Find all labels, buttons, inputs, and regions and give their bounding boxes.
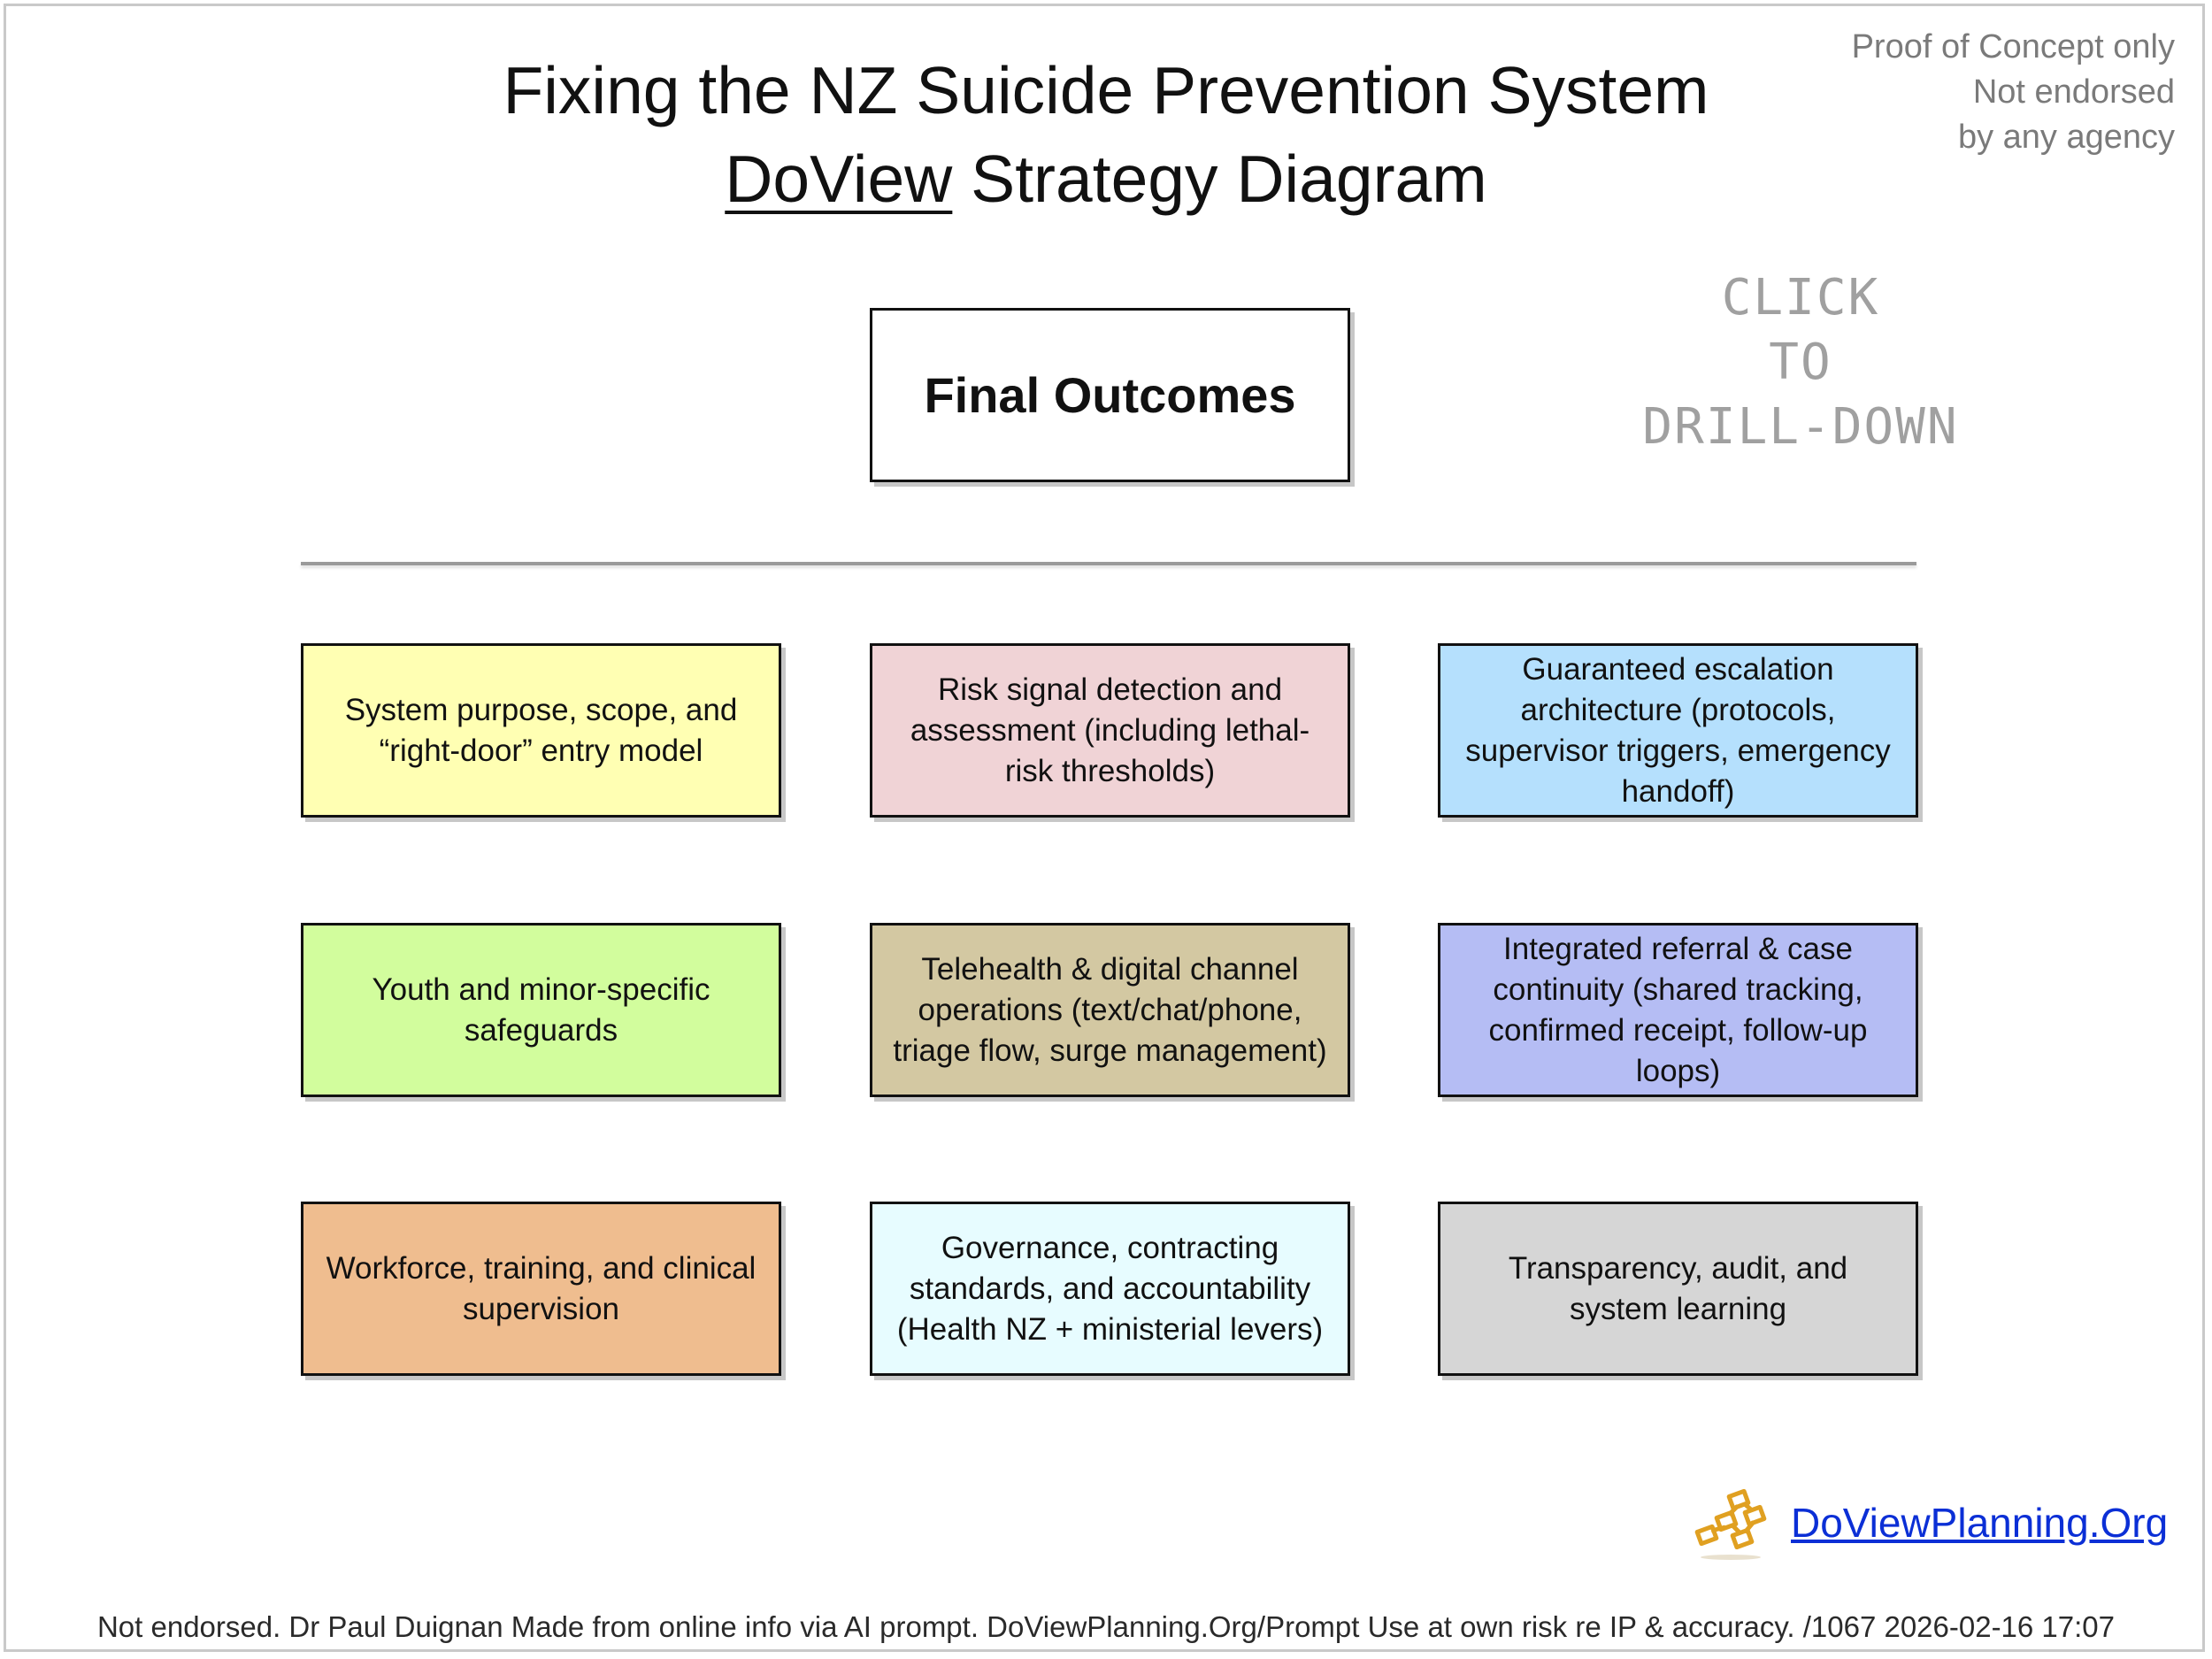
outcome-box-label: System purpose, scope, and “right-door” … — [344, 692, 738, 768]
drill-hint-line-2: TO — [1769, 334, 1832, 391]
outcome-box-label: Transparency, audit, and system learning — [1508, 1250, 1848, 1326]
drill-down-hint: CLICK TO DRILL-DOWN — [1588, 265, 2013, 459]
outcome-box-label: Telehealth & digital channel operations … — [893, 951, 1327, 1068]
disclaimer-line-3: by any agency — [1957, 119, 2175, 156]
disclaimer-note: Proof of Concept only Not endorsed by an… — [1644, 25, 2175, 160]
outcome-box-transparency[interactable]: Transparency, audit, and system learning — [1438, 1202, 1918, 1376]
disclaimer-line-1: Proof of Concept only — [1851, 28, 2175, 65]
drill-hint-line-1: CLICK — [1721, 269, 1880, 326]
doview-planning-link[interactable]: DoViewPlanning.Org — [1791, 1500, 2169, 1546]
outcome-box-escalation[interactable]: Guaranteed escalation architecture (prot… — [1438, 643, 1918, 818]
outcome-box-telehealth[interactable]: Telehealth & digital channel operations … — [870, 923, 1350, 1097]
title-line-2-rest: Strategy Diagram — [952, 142, 1487, 216]
divider-line — [301, 562, 1916, 565]
outcome-box-label: Guaranteed escalation architecture (prot… — [1465, 651, 1891, 809]
outcome-box-label: Integrated referral & case continuity (s… — [1488, 931, 1868, 1088]
outcome-box-governance[interactable]: Governance, contracting standards, and a… — [870, 1202, 1350, 1376]
doview-title-link[interactable]: DoView — [725, 142, 953, 216]
outcome-box-label: Governance, contracting standards, and a… — [896, 1230, 1324, 1347]
title-line-2: DoView Strategy Diagram — [354, 134, 1858, 223]
doview-logo-icon[interactable] — [1692, 1488, 1770, 1561]
outcome-box-risk-detection[interactable]: Risk signal detection and assessment (in… — [870, 643, 1350, 818]
diagram-title: Fixing the NZ Suicide Prevention System … — [354, 46, 1858, 223]
outcome-box-youth-safeguards[interactable]: Youth and minor-specific safeguards — [301, 923, 781, 1097]
outcome-box-workforce[interactable]: Workforce, training, and clinical superv… — [301, 1202, 781, 1376]
title-line-1: Fixing the NZ Suicide Prevention System — [503, 53, 1709, 127]
final-outcomes-label: Final Outcomes — [924, 366, 1296, 423]
disclaimer-line-2: Not endorsed — [1972, 73, 2175, 111]
page-frame — [4, 4, 2205, 1652]
outcome-box-label: Workforce, training, and clinical superv… — [326, 1250, 757, 1326]
footer-disclaimer: Not endorsed. Dr Paul Duignan Made from … — [96, 1610, 2116, 1643]
drill-hint-line-3: DRILL-DOWN — [1642, 398, 1959, 456]
final-outcomes-box[interactable]: Final Outcomes — [870, 308, 1350, 482]
outcome-box-referral-continuity[interactable]: Integrated referral & case continuity (s… — [1438, 923, 1918, 1097]
outcome-box-label: Youth and minor-specific safeguards — [372, 972, 710, 1048]
outcome-box-label: Risk signal detection and assessment (in… — [910, 672, 1310, 788]
outcome-box-purpose-scope[interactable]: System purpose, scope, and “right-door” … — [301, 643, 781, 818]
